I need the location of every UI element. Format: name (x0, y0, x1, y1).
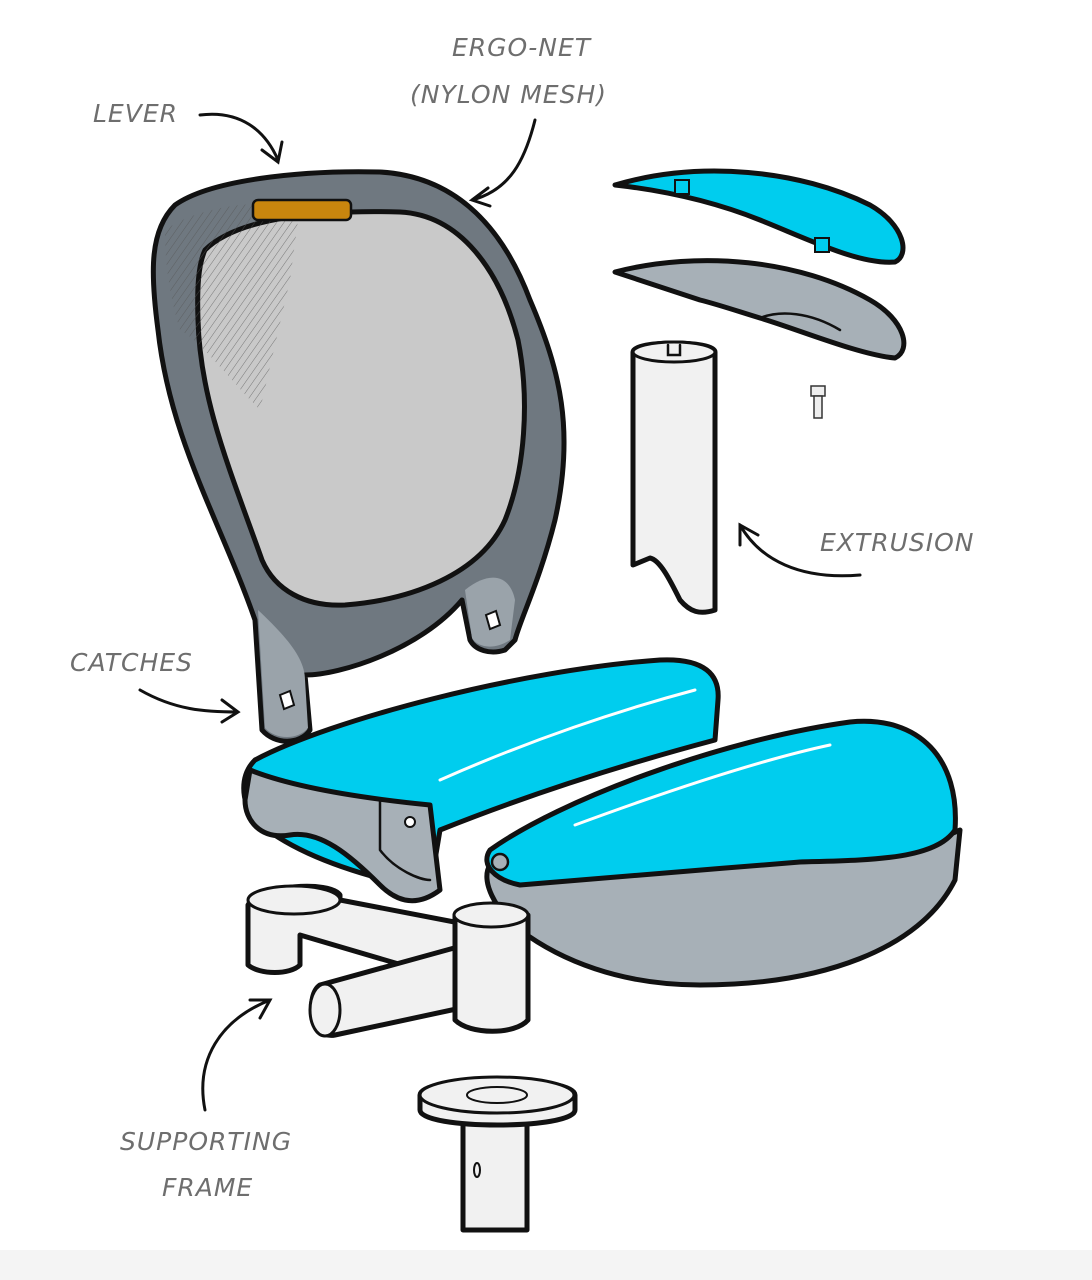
lever-arrow-icon (198, 112, 284, 165)
label-nylon-mesh: (NYLON MESH) (410, 80, 607, 109)
ergo-net-arrow-icon (468, 118, 537, 208)
catch-right (484, 609, 502, 631)
catch-left-shell (258, 610, 308, 737)
supporting-frame-arrow-icon (201, 998, 273, 1112)
label-catches: CATCHES (70, 648, 193, 677)
label-frame: FRAME (162, 1173, 253, 1202)
screw-icon (810, 385, 826, 419)
mesh-texture (165, 203, 300, 410)
supporting-frame (245, 883, 531, 1038)
armrest (612, 168, 907, 419)
label-extrusion: EXTRUSION (820, 528, 974, 557)
lever (251, 198, 353, 222)
base-post (417, 1075, 578, 1233)
label-ergo-net: ERGO-NET (452, 33, 592, 62)
extrusion-part (630, 340, 718, 615)
catch-left (278, 689, 296, 711)
label-supporting: SUPPORTING (120, 1127, 292, 1156)
catches-arrow-icon (138, 688, 241, 724)
extrusion-arrow-icon (738, 522, 862, 578)
bottom-strip (0, 1250, 1092, 1280)
catch-right-shell (465, 577, 515, 647)
backrest (150, 169, 567, 744)
label-lever: LEVER (93, 99, 178, 128)
seat (241, 657, 963, 988)
